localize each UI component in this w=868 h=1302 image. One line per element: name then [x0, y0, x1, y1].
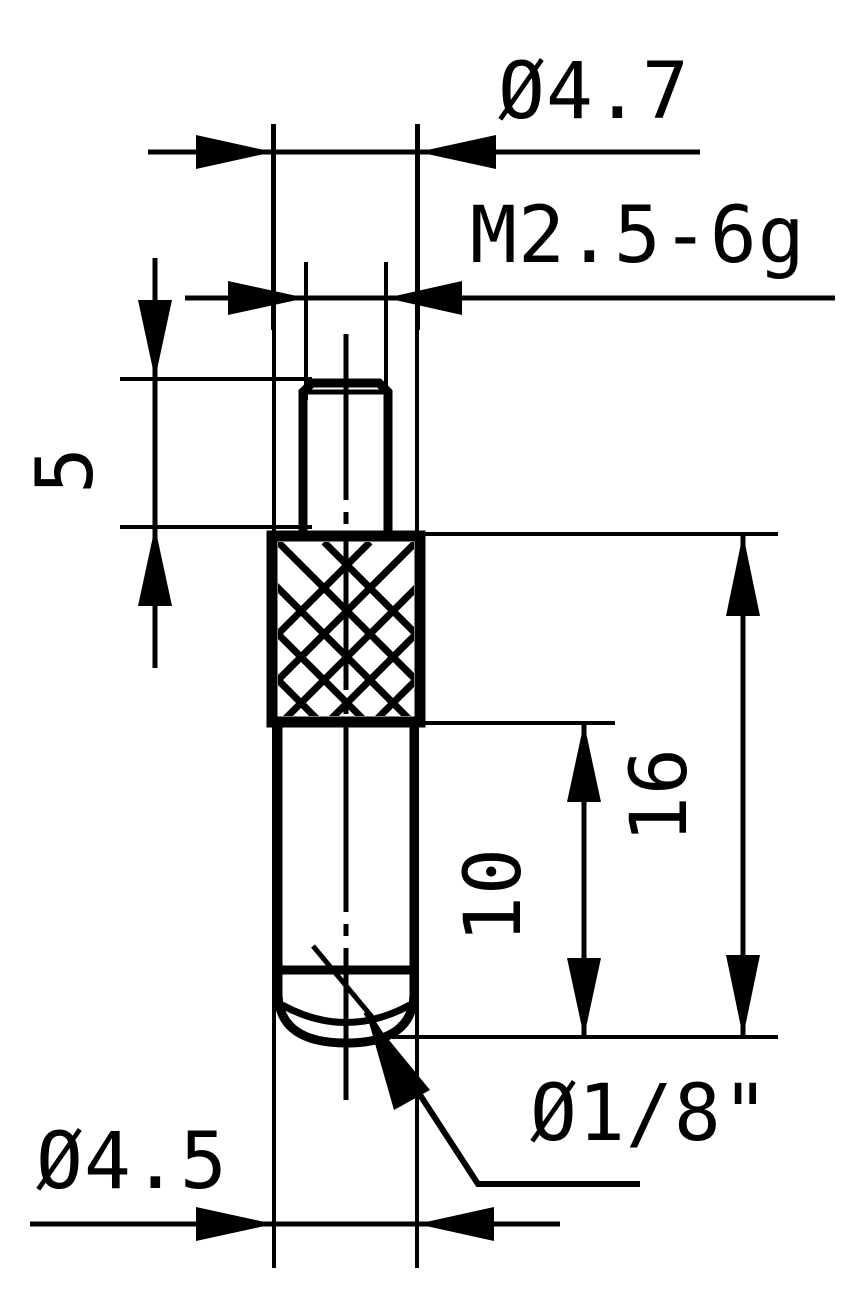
dimension-len-16: 16 [615, 534, 760, 1037]
arrowhead-dia47-right [418, 135, 496, 169]
dim-label-len-5: 5 [21, 446, 111, 494]
dimension-len-5: 5 [21, 258, 172, 668]
dimension-dia-4-5: Ø4.5 [30, 1117, 560, 1241]
arrowhead-len5-top [138, 300, 172, 379]
arrowhead-len10-bottom [567, 958, 601, 1037]
dim-label-len-10: 10 [449, 847, 539, 943]
knurl-hatch-pattern [278, 542, 414, 716]
arrowhead-dia47-left [196, 135, 273, 169]
arrowhead-dia45-right [417, 1207, 494, 1241]
arrowhead-len16-top [726, 534, 760, 616]
part-geometry [266, 334, 426, 1100]
dimension-dia-4-7: Ø4.7 [148, 47, 700, 169]
dim-label-thread-m25: M2.5-6g [470, 191, 806, 281]
dim-label-dia-4-5: Ø4.5 [36, 1117, 228, 1207]
arrowhead-len5-bottom [138, 527, 172, 606]
arrowhead-m25-left [228, 281, 306, 315]
dim-label-dia-ball: Ø1/8" [530, 1069, 770, 1159]
arrowhead-len10-top [567, 723, 601, 802]
arrowhead-dia45-left [196, 1207, 274, 1241]
arrowhead-ball-leader [366, 1012, 430, 1110]
arrowhead-m25-right [386, 281, 462, 315]
dim-label-len-16: 16 [615, 747, 705, 843]
shaft-side-lines [273, 722, 419, 975]
dimension-dia-ball: Ø1/8" [363, 1010, 770, 1187]
ball-radius-construction-line [311, 944, 374, 1019]
dim-label-dia-4-7: Ø4.7 [498, 47, 690, 137]
dimension-thread-m25: M2.5-6g [185, 191, 835, 315]
dimension-len-10: 10 [449, 723, 601, 1037]
arrowhead-len16-bottom [726, 955, 760, 1037]
